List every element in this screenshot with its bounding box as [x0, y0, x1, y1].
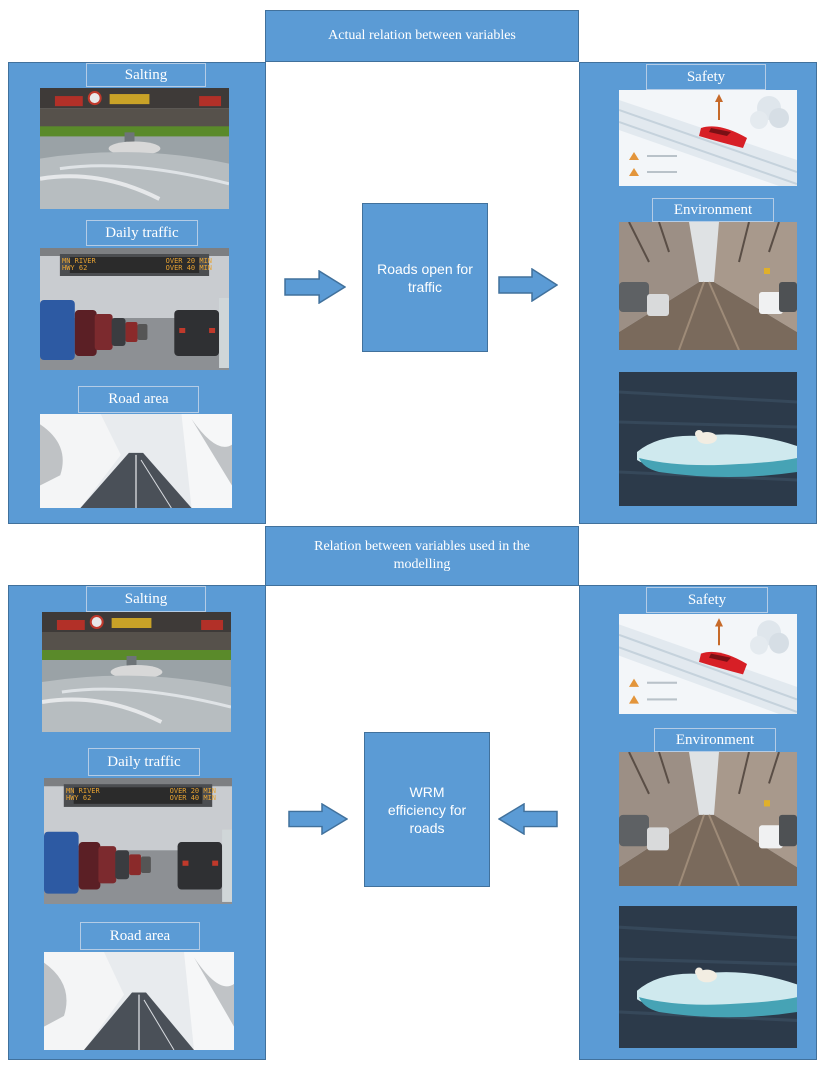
ice-floe-image	[619, 906, 797, 1048]
top-arrow-right	[498, 268, 558, 302]
safety-image	[619, 90, 797, 186]
environment-image	[619, 222, 797, 350]
sign-line1-left: MN RIVER	[62, 257, 96, 265]
top-label-safety: Safety	[646, 64, 766, 90]
top-label-environment: Environment	[652, 198, 774, 222]
sign-line2-right: OVER 40 MIN	[165, 264, 212, 272]
salting-image	[42, 612, 231, 732]
top-label-road-area: Road area	[78, 386, 199, 413]
salting-image	[40, 88, 229, 209]
bottom-label-environment: Environment	[654, 728, 776, 752]
top-label-salting: Salting	[86, 63, 206, 87]
top-arrow-left	[284, 270, 346, 304]
sign-line1-right: OVER 20 MIN	[165, 257, 212, 265]
bottom-label-salting: Salting	[86, 586, 206, 612]
bottom-arrow-left	[288, 803, 348, 835]
bottom-label-daily-traffic: Daily traffic	[88, 748, 200, 776]
top-label-daily-traffic: Daily traffic	[86, 220, 198, 246]
sign-line1-left: MN RIVER	[66, 787, 100, 795]
sign-line2-left: HWY 62	[66, 794, 92, 802]
road-area-image	[44, 952, 234, 1050]
bottom-title: Relation between variables used in the m…	[265, 526, 579, 586]
top-center-box: Roads open for traffic	[362, 203, 488, 352]
sign-text-bottom: MN RIVER OVER 20 MIN HWY 62 OVER 40 MIN	[66, 788, 216, 802]
top-title: Actual relation between variables	[265, 10, 579, 62]
bottom-center-box: WRM efficiency for roads	[364, 732, 490, 887]
bottom-label-road-area: Road area	[80, 922, 200, 950]
environment-image	[619, 752, 797, 886]
road-area-image	[40, 414, 232, 508]
sign-line1-right: OVER 20 MIN	[169, 787, 216, 795]
sign-line2-left: HWY 62	[62, 264, 88, 272]
ice-floe-image	[619, 372, 797, 506]
sign-text-top: MN RIVER OVER 20 MIN HWY 62 OVER 40 MIN	[62, 258, 212, 272]
bottom-arrow-right	[498, 803, 558, 835]
bottom-label-safety: Safety	[646, 587, 768, 613]
sign-line2-right: OVER 40 MIN	[169, 794, 216, 802]
safety-image	[619, 614, 797, 714]
